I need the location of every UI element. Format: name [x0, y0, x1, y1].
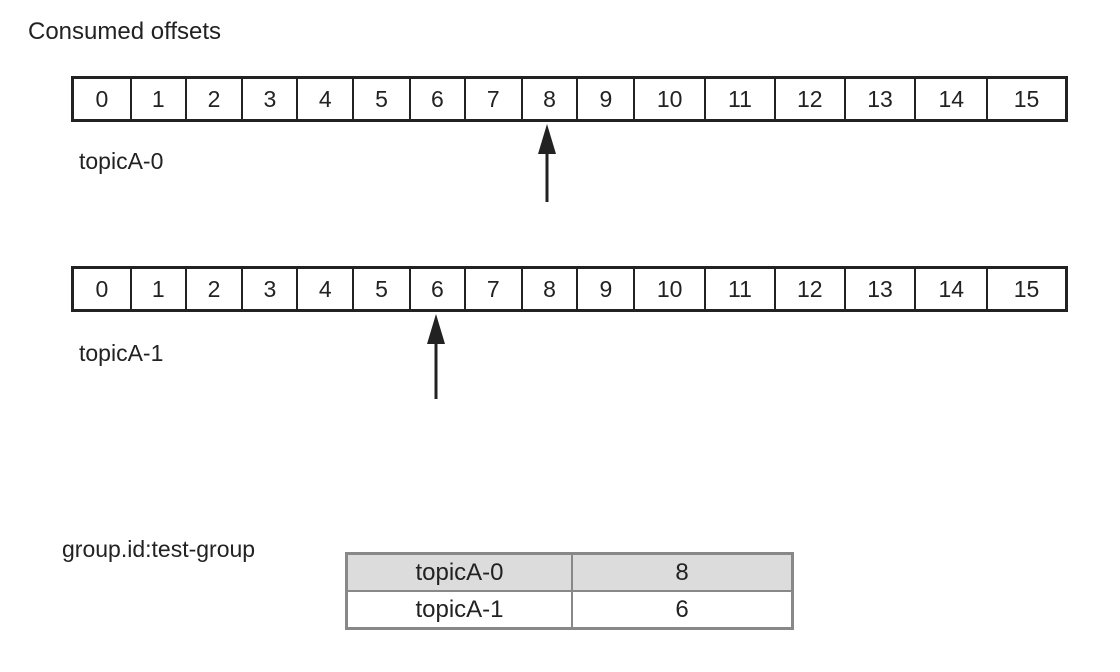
offset-cell: 10 — [635, 79, 707, 119]
offset-cell: 8 — [523, 79, 579, 119]
offset-cell: 13 — [846, 79, 917, 119]
offset-cell: 6 — [411, 79, 466, 119]
offset-cell: 3 — [243, 79, 299, 119]
offset-pointer-arrow-icon — [538, 124, 556, 202]
offset-cell: 8 — [523, 269, 579, 309]
offset-cell: 1 — [132, 269, 187, 309]
offset-cell: 4 — [298, 269, 355, 309]
offset-cell: 7 — [466, 79, 523, 119]
partition-cell: topicA-0 — [345, 552, 573, 592]
offset-cell: 15 — [1013, 275, 1040, 302]
diagram-title: Consumed offsets — [28, 18, 221, 45]
offset-cell: 6 — [411, 269, 466, 309]
offset-cell: 8 — [571, 552, 794, 592]
offset-cell: 11 — [706, 79, 776, 119]
offset-cell: 5 — [354, 269, 411, 309]
offset-table: topicA-0 8 topicA-1 6 — [345, 552, 794, 630]
offset-cell: 4 — [298, 79, 355, 119]
offset-cell: 6 — [571, 590, 794, 630]
table-row: topicA-1 6 — [345, 590, 794, 630]
offset-cell: 14 — [916, 79, 989, 119]
offset-cell: 5 — [354, 79, 411, 119]
partition-label: topicA-0 — [79, 148, 164, 174]
offset-cell: 10 — [635, 269, 707, 309]
partition-cell: topicA-1 — [345, 590, 573, 630]
offset-cell: 1 — [132, 79, 187, 119]
offset-cell: 14 — [916, 269, 989, 309]
offset-cell: 2 — [187, 269, 244, 309]
offset-cell: 0 — [74, 79, 132, 119]
offset-cell: 12 — [776, 79, 846, 119]
offset-cell: 15 — [1013, 85, 1040, 112]
group-id-label: group.id:test-group — [62, 536, 256, 562]
offset-cell: 9 — [578, 79, 636, 119]
table-row: topicA-0 8 — [345, 552, 794, 592]
offset-cell: 2 — [187, 79, 244, 119]
partition-label: topicA-1 — [79, 340, 164, 366]
offset-cell: 12 — [776, 269, 846, 309]
offset-cell: 3 — [243, 269, 299, 309]
offset-cell: 11 — [706, 269, 776, 309]
offset-cell: 13 — [846, 269, 917, 309]
offset-cell: 7 — [466, 269, 523, 309]
offset-pointer-arrow-icon — [427, 314, 445, 399]
offset-cell: 9 — [578, 269, 636, 309]
offset-cell: 0 — [74, 269, 132, 309]
